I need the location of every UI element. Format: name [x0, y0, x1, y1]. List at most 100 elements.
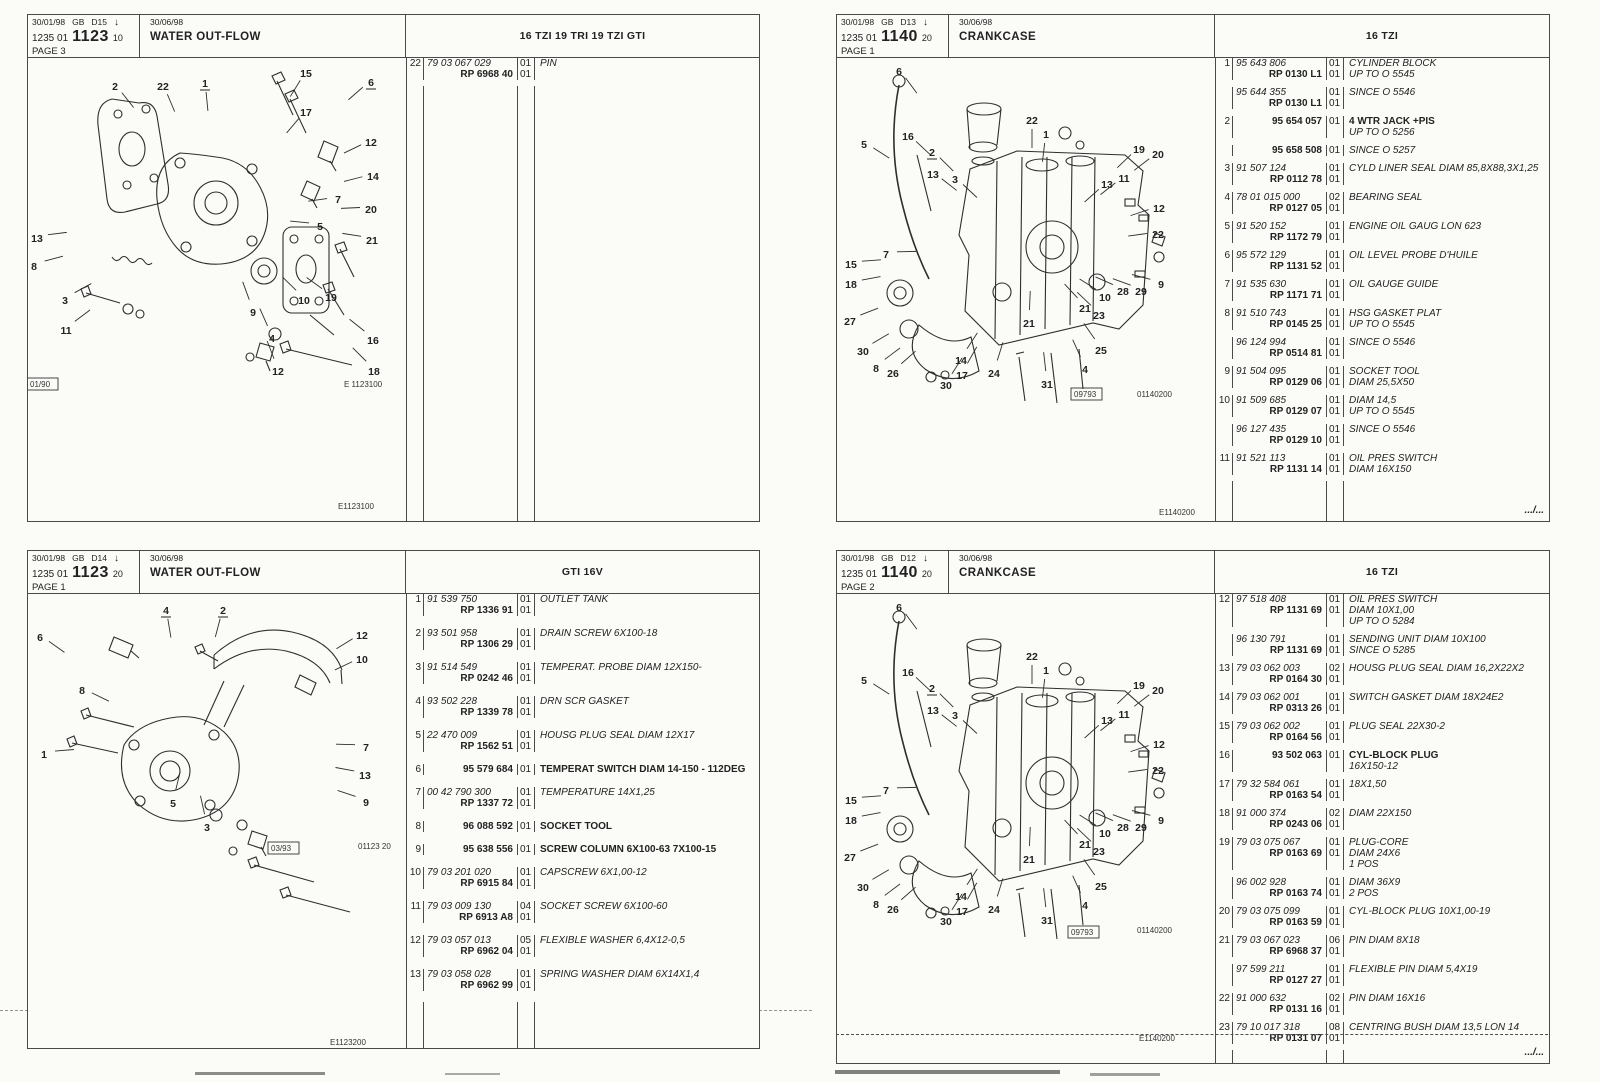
item-number: 21 [1216, 935, 1233, 957]
item-number: 2 [407, 628, 424, 650]
callout-leader [121, 92, 134, 108]
callout-number: 10 [1099, 292, 1111, 304]
quantity: 01 [1329, 703, 1341, 714]
description-line: OIL PRES SWITCH [1349, 453, 1438, 464]
quantity: 01 [1329, 308, 1341, 319]
description-cell: SINCE O 5257 [1344, 145, 1549, 156]
callout-number: 9 [1158, 815, 1164, 827]
quantity: 06 [1329, 935, 1341, 946]
callout-number: 12 [356, 630, 368, 642]
callout-leader [1064, 283, 1078, 299]
callout-leader [1112, 278, 1131, 286]
callout-number: 24 [988, 368, 1000, 380]
doc-date: 30/01/98 [841, 553, 875, 563]
description-line: SOCKET TOOL [540, 821, 613, 832]
description-line: SPRING WASHER DIAM 6X14X1,4 [540, 969, 700, 980]
doc-code: D15 [91, 17, 107, 27]
description-cell: TEMPERAT SWITCH DIAM 14-150 - 112DEG [535, 764, 759, 775]
description-line: TEMPERAT. PROBE DIAM 12X150- [540, 662, 702, 673]
callout-leader [341, 207, 361, 209]
scan-artifact [835, 1070, 1060, 1074]
callout-leader [335, 767, 355, 772]
quantity: 01 [1329, 58, 1341, 69]
description-line: SINCE O 5285 [1349, 645, 1416, 656]
part-number: 91 539 750 [427, 594, 478, 605]
part-number: 96 002 928 [1236, 877, 1287, 888]
quantity: 01 [520, 594, 532, 605]
callout-number: 25 [1095, 881, 1107, 893]
quantity: 01 [1329, 964, 1341, 975]
callout-leader [337, 789, 356, 797]
callout-number: 13 [927, 705, 939, 717]
callout-number: 7 [335, 194, 341, 206]
callout-number: 11 [60, 325, 71, 337]
quantity: 01 [1329, 877, 1341, 888]
doc-date: 30/01/98 [32, 553, 66, 563]
callout-leader [941, 178, 957, 191]
item-number: 9 [1216, 366, 1233, 388]
drawing-reference-label: E1123200 [330, 1038, 366, 1047]
rp-number: RP 0112 78 [1269, 174, 1322, 185]
part-number: 93 501 958 [427, 628, 478, 639]
item-number: 9 [407, 844, 424, 855]
callout-leader [1072, 875, 1081, 894]
callout-number: 8 [31, 261, 37, 273]
callout-number: 5 [317, 221, 323, 233]
item-number [1216, 964, 1233, 986]
callout-leader [1116, 690, 1132, 705]
callout-leader [996, 342, 1004, 361]
description-line: UP TO O 5545 [1349, 406, 1415, 417]
rp-number: RP 6915 84 [460, 878, 513, 889]
quantity: 01 [1329, 69, 1341, 80]
quantity: 01 [1329, 645, 1341, 656]
callout-number: 18 [845, 279, 857, 291]
doc-region: GB [72, 17, 85, 27]
callout-number: 18 [368, 366, 380, 378]
callout-leader [266, 340, 275, 359]
rp-number: RP 0130 L1 [1268, 98, 1322, 109]
item-number: 11 [1216, 453, 1233, 475]
description-line: DIAM 14,5 [1349, 395, 1397, 406]
description-line: CYL-BLOCK PLUG 10X1,00-19 [1349, 906, 1491, 917]
quantity: 01 [1329, 424, 1341, 435]
part-number: 97 518 408 [1236, 594, 1287, 605]
part-number: 91 514 549 [427, 662, 478, 673]
doc-suffix: 20 [112, 569, 123, 579]
label-box [1067, 925, 1100, 939]
description-line: ENGINE OIL GAUG LON 623 [1349, 221, 1482, 232]
quantity: 01 [520, 730, 532, 741]
doc-region: GB [881, 17, 894, 27]
rp-number: RP 0514 81 [1269, 348, 1322, 359]
callout-leader [861, 795, 881, 798]
panel-crankcase-page2: 30/01/98 GB D12 ↓ 1235 01 1140 20 PAGE 2… [836, 550, 1550, 1064]
description-cell: DIAM 22X150 [1344, 808, 1549, 830]
callout-leader [335, 743, 356, 746]
rp-number: RP 0163 54 [1269, 790, 1322, 801]
part-number: 95 654 057 [1271, 116, 1322, 127]
callout-number: 15 [300, 68, 312, 80]
description-line: SINCE O 5257 [1349, 145, 1416, 156]
quantity: 01 [1329, 366, 1341, 377]
callout-number: 10 [356, 654, 368, 666]
